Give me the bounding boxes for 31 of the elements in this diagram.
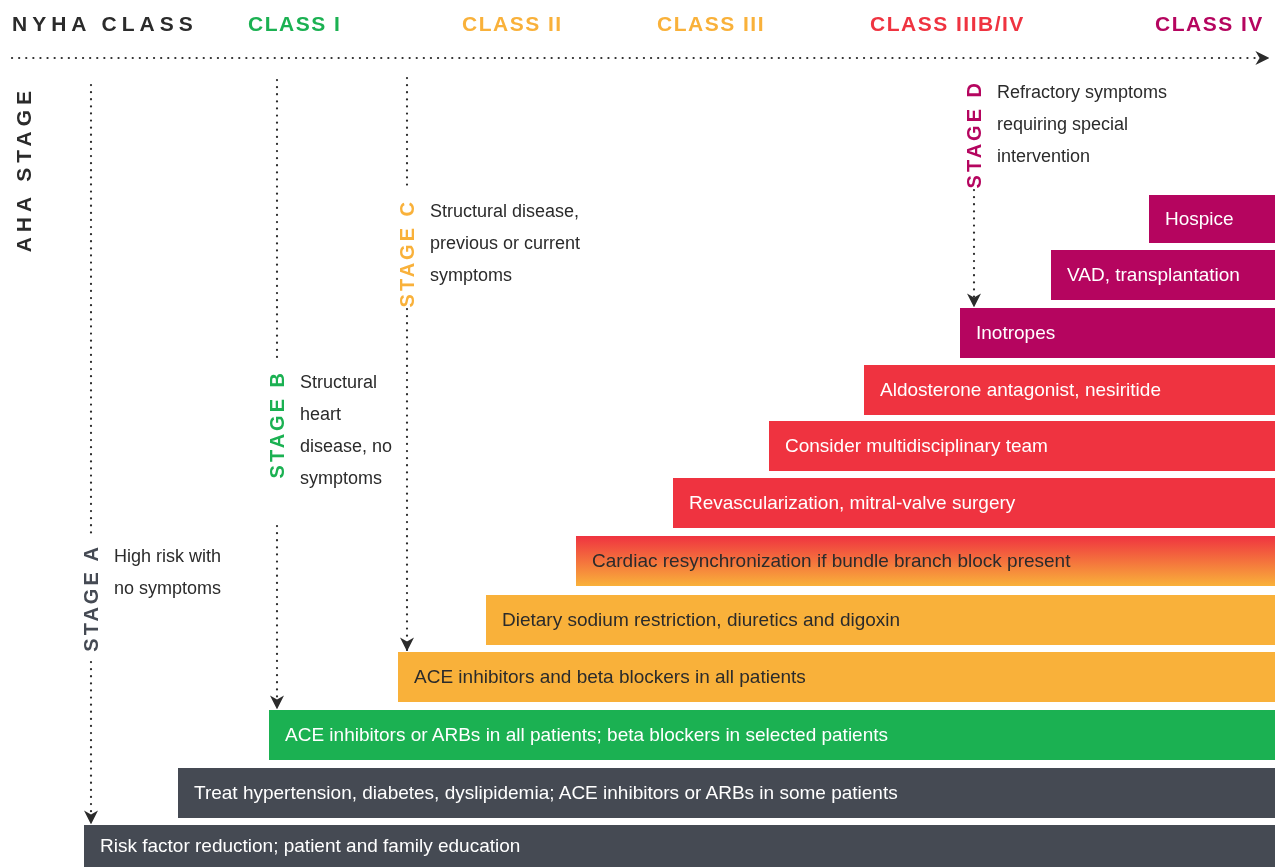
stage-label: STAGE C bbox=[396, 199, 419, 308]
treatment-bar: Dietary sodium restriction, diuretics and digoxin bbox=[486, 595, 1275, 645]
stage-label: STAGE D bbox=[963, 80, 986, 189]
treatment-bar: Treat hypertension, diabetes, dyslipidemia; ACE inhibitors or ARBs in some patients bbox=[178, 768, 1275, 818]
treatment-bar: ACE inhibitors and beta blockers in all patients bbox=[398, 652, 1275, 702]
arrow bbox=[84, 660, 98, 825]
column-header: CLASS I bbox=[248, 12, 342, 36]
stage-label: STAGE A bbox=[80, 544, 103, 652]
arrow bbox=[270, 524, 284, 710]
column-header: CLASS IV bbox=[1155, 12, 1264, 36]
arrow bbox=[400, 307, 414, 652]
axis-title: AHA STAGE bbox=[12, 86, 36, 253]
treatment-bar: Hospice bbox=[1149, 195, 1275, 243]
stage-description: High risk with no symptoms bbox=[114, 545, 223, 600]
stage-label: STAGE B bbox=[266, 370, 289, 479]
treatment-bar: Cardiac resynchronization if bundle branch block present bbox=[576, 536, 1275, 586]
column-header: CLASS III bbox=[657, 12, 765, 36]
treatment-bar: ACE inhibitors or ARBs in all patients; beta blockers in selected patients bbox=[269, 710, 1275, 760]
treatment-bar: Aldosterone antagonist, nesiritide bbox=[864, 365, 1275, 415]
column-header: CLASS II bbox=[462, 12, 563, 36]
column-header: CLASS IIIB/IV bbox=[870, 12, 1025, 36]
stage-description: Structural disease, previous or current symptoms bbox=[430, 200, 582, 287]
column-header: NYHA CLASS bbox=[12, 12, 198, 36]
stage-description: Structural heart disease, no symptoms bbox=[300, 371, 394, 490]
treatment-bar: VAD, transplantation bbox=[1051, 250, 1275, 300]
stage-description: Refractory symptoms requiring special intervention bbox=[997, 81, 1169, 168]
arrow bbox=[967, 188, 981, 308]
treatment-bar: Inotropes bbox=[960, 308, 1275, 358]
treatment-bar: Risk factor reduction; patient and family education bbox=[84, 825, 1275, 867]
treatment-bar: Revascularization, mitral-valve surgery bbox=[673, 478, 1275, 528]
treatment-bar: Consider multidisciplinary team bbox=[769, 421, 1275, 471]
